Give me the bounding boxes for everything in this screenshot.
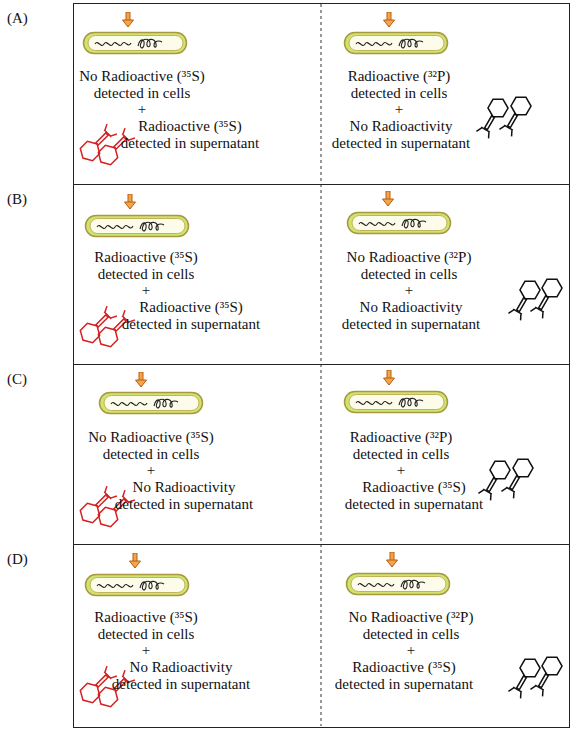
row-label: (C) <box>7 371 27 388</box>
result-text: Radioactive (³⁵S) detected in cells <box>76 249 216 283</box>
result-text: No Radioactivity detected in supernatant <box>111 659 251 693</box>
result-text: Radioactive (³⁵S) detected in cells <box>76 609 216 643</box>
plus-sign: + <box>72 101 212 118</box>
result-text: No Radioactivity detected in supernatant <box>341 299 481 333</box>
experiment-row: (B)Radioactive (³⁵S) detected in cells+R… <box>73 184 570 365</box>
experiment-row: (D)Radioactive (³⁵S) detected in cells+N… <box>73 544 570 728</box>
phage-pair <box>77 653 565 710</box>
sulfur-label-cell: No Radioactive (³⁵S) detected in cells+R… <box>74 4 322 184</box>
bacterium <box>100 370 448 414</box>
experiment-row: (A)No Radioactive (³⁵S) detected in cell… <box>73 3 570 185</box>
plus-sign: + <box>339 282 479 299</box>
sulfur-label-cell: No Radioactive (³⁵S) detected in cells+N… <box>74 365 322 544</box>
result-text: Radioactive (³⁵S) detected in supernatan… <box>334 659 474 693</box>
result-text: Radioactive (³⁵S) detected in supernatan… <box>120 118 260 152</box>
phage-pair <box>77 455 536 530</box>
result-text: No Radioactive (³⁵S) detected in cells <box>81 429 221 463</box>
sulfur-label-cell: Radioactive (³⁵S) detected in cells+No R… <box>74 545 322 727</box>
divider-line <box>321 4 322 726</box>
result-text: No Radioactive (³²P) detected in cells <box>339 249 479 283</box>
plus-sign: + <box>329 101 469 118</box>
bacterium <box>86 552 450 596</box>
bacterium <box>84 12 448 54</box>
result-text: Radioactive (³⁵S) detected in supernatan… <box>121 299 261 333</box>
row-label: (B) <box>7 191 27 208</box>
result-text: No Radioactivity detected in supernatant <box>114 479 254 513</box>
experiment-row: (C)No Radioactive (³⁵S) detected in cell… <box>73 364 570 545</box>
plus-sign: + <box>76 282 216 299</box>
plus-sign: + <box>76 642 216 659</box>
phosphorus-label-cell: Radioactive (³²P) detected in cells+Radi… <box>322 365 571 544</box>
result-text: Radioactive (³⁵S) detected in supernatan… <box>344 479 484 513</box>
sulfur-label-cell: Radioactive (³⁵S) detected in cells+Radi… <box>74 185 322 364</box>
phosphorus-label-cell: No Radioactive (³²P) detected in cells+R… <box>322 545 571 727</box>
phosphorus-label-cell: No Radioactive (³²P) detected in cells+N… <box>322 185 571 364</box>
row-label: (A) <box>7 10 28 27</box>
result-text: No Radioactive (³⁵S) detected in cells <box>72 68 212 102</box>
result-text: No Radioactivity detected in supernatant <box>331 118 471 152</box>
result-text: No Radioactive (³²P) detected in cells <box>341 609 481 643</box>
result-text: Radioactive (³²P) detected in cells <box>331 429 471 463</box>
plus-sign: + <box>81 462 221 479</box>
plus-sign: + <box>341 642 481 659</box>
bacterium <box>86 191 451 237</box>
phage-pair <box>77 275 565 350</box>
result-text: Radioactive (³²P) detected in cells <box>329 68 469 102</box>
row-label: (D) <box>7 551 28 568</box>
plus-sign: + <box>331 462 471 479</box>
phosphorus-label-cell: Radioactive (³²P) detected in cells+No R… <box>322 4 571 184</box>
